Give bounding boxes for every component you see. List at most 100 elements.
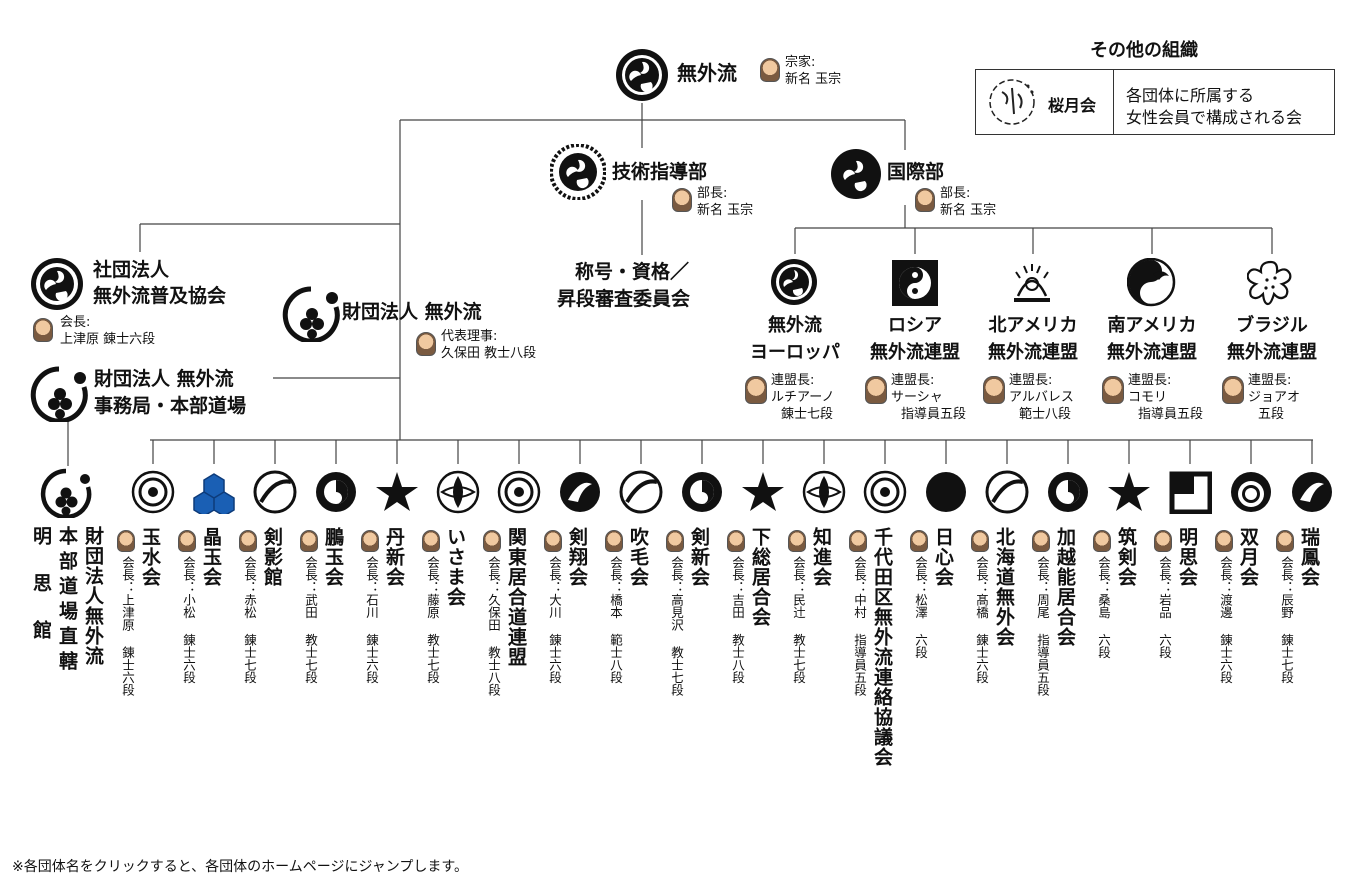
group-leader: 会長：小松 錬士六段	[181, 556, 196, 684]
group-8-node[interactable]	[619, 470, 663, 518]
intl-leader-r2: サーシャ	[891, 390, 943, 405]
shadan-line1[interactable]: 社団法人	[93, 259, 170, 281]
intl-name-l2[interactable]: 無外流連盟	[988, 342, 1078, 363]
group-11-node[interactable]	[802, 470, 846, 518]
shadan-line2[interactable]: 無外流普及協会	[93, 285, 227, 307]
honbu-node[interactable]	[40, 468, 92, 522]
intl-federation-3[interactable]	[1126, 257, 1177, 312]
group-name[interactable]: 明思会	[1176, 527, 1198, 587]
group-10-node[interactable]	[741, 470, 785, 518]
group-2-node[interactable]	[253, 470, 297, 518]
group-name[interactable]: 日心会	[932, 527, 954, 587]
intl-leader-r3: 指導員五段	[1138, 407, 1204, 422]
intl-name-l1[interactable]: 無外流	[768, 315, 822, 336]
group-leader: 会長：高見沢 教士七段	[669, 556, 684, 696]
jimukyoku-line2[interactable]: 事務局・本部道場	[94, 395, 247, 417]
group-13-node[interactable]	[924, 470, 968, 518]
intl-name-l2[interactable]: 無外流連盟	[1107, 342, 1197, 363]
honbu-col3[interactable]: 明思館	[30, 526, 52, 667]
other-name[interactable]: 桜月会	[1048, 96, 1097, 115]
group-4-node[interactable]	[375, 470, 419, 518]
group-3-node[interactable]	[314, 470, 358, 518]
gijutsu-title[interactable]: 技術指導部	[612, 161, 708, 183]
group-name[interactable]: 剣新会	[688, 527, 710, 587]
group-name[interactable]: 瑞鳳会	[1298, 527, 1320, 587]
group-name[interactable]: 知進会	[810, 527, 832, 587]
intl-leader-avatar	[1102, 376, 1124, 404]
intl-federation-1[interactable]	[890, 258, 940, 312]
group-leader: 会長：渡邊 錬士六段	[1218, 556, 1233, 684]
group-name[interactable]: 吹毛会	[627, 527, 649, 587]
group-6-node[interactable]	[497, 470, 541, 518]
group-16-node[interactable]	[1107, 470, 1151, 518]
group-name[interactable]: 筑剣会	[1115, 527, 1137, 587]
group-17-node[interactable]	[1168, 470, 1213, 518]
intl-name-l2[interactable]: 無外流連盟	[870, 342, 960, 363]
group-leader-avatar	[361, 530, 379, 552]
group-0-node[interactable]	[131, 470, 175, 518]
jimukyoku-node[interactable]	[30, 366, 88, 426]
group-crest-icon	[619, 470, 663, 514]
group-name[interactable]: 北海道無外会	[993, 527, 1015, 647]
group-name[interactable]: 加越能居合会	[1054, 527, 1076, 647]
kokusai-crest-icon	[831, 149, 881, 199]
other-heading: その他の組織	[1090, 40, 1198, 61]
group-leader: 会長：中村 指導員五段	[852, 556, 867, 696]
zaidan-title[interactable]: 財団法人 無外流	[342, 301, 482, 323]
group-name[interactable]: 下総居合会	[749, 527, 771, 627]
group-leader: 会長：久保田 教士八段	[486, 556, 501, 696]
root-person: 新名 玉宗	[785, 72, 842, 87]
intl-name-l1[interactable]: ロシア	[888, 315, 942, 336]
intl-name-l1[interactable]: ブラジル	[1236, 315, 1308, 336]
group-leader: 会長：大川 錬士六段	[547, 556, 562, 684]
group-leader: 会長：赤松 錬士七段	[242, 556, 257, 684]
group-name[interactable]: 剣影館	[261, 527, 283, 587]
intl-name-l1[interactable]: 南アメリカ	[1107, 315, 1197, 336]
group-name[interactable]: 双月会	[1237, 527, 1259, 587]
group-5-node[interactable]	[436, 470, 480, 518]
intl-name-l2[interactable]: 無外流連盟	[1227, 342, 1317, 363]
intl-leader-r1: 連盟長:	[1248, 373, 1292, 388]
group-name[interactable]: いさま会	[444, 527, 466, 607]
gijutsu-node[interactable]	[549, 143, 607, 204]
intl-name-l1[interactable]: 北アメリカ	[988, 315, 1078, 336]
intl-name-l2[interactable]: ヨーロッパ	[750, 342, 840, 363]
honbu-col1[interactable]: 財団法人無外流	[82, 526, 104, 666]
shadan-node[interactable]	[30, 257, 84, 315]
intl-leader-avatar	[983, 376, 1005, 404]
group-leader-avatar	[1276, 530, 1294, 552]
intl-federation-2[interactable]	[1008, 258, 1058, 312]
honbu-col2[interactable]: 本部道場直轄	[56, 526, 78, 676]
group-crest-icon	[436, 470, 480, 514]
group-19-node[interactable]	[1290, 470, 1334, 518]
kokusai-node[interactable]	[830, 148, 882, 204]
jimukyoku-line1[interactable]: 財団法人 無外流	[94, 368, 234, 390]
group-name[interactable]: 剣翔会	[566, 527, 588, 587]
intl-federation-4[interactable]	[1246, 258, 1297, 312]
intl-federation-0[interactable]	[770, 258, 820, 312]
zaidan-node[interactable]	[282, 286, 340, 346]
group-name[interactable]: 関東居合道連盟	[505, 527, 527, 667]
group-18-node[interactable]	[1229, 470, 1273, 518]
group-12-node[interactable]	[863, 470, 907, 518]
group-name[interactable]: 玉水会	[139, 527, 161, 587]
group-15-node[interactable]	[1046, 470, 1090, 518]
group-crest-icon	[985, 470, 1029, 514]
intl-leader-r3: 指導員五段	[901, 407, 967, 422]
group-7-node[interactable]	[558, 470, 602, 518]
group-1-node[interactable]	[192, 470, 236, 518]
group-9-node[interactable]	[680, 470, 724, 518]
south-america-crest-icon	[1126, 257, 1176, 307]
group-name[interactable]: 丹新会	[383, 527, 405, 587]
shogo-line1: 称号・資格／	[575, 261, 690, 283]
group-14-node[interactable]	[985, 470, 1029, 518]
group-leader-avatar	[1215, 530, 1233, 552]
group-name[interactable]: 晶玉会	[200, 527, 222, 587]
group-name[interactable]: 千代田区無外流連絡協議会	[871, 527, 893, 767]
kokusai-title[interactable]: 国際部	[887, 161, 945, 183]
gijutsu-avatar	[672, 188, 692, 212]
group-name[interactable]: 鵬玉会	[322, 527, 344, 587]
root-node[interactable]	[615, 48, 669, 106]
root-role: 宗家:	[785, 55, 816, 70]
root-title[interactable]: 無外流	[677, 61, 737, 85]
